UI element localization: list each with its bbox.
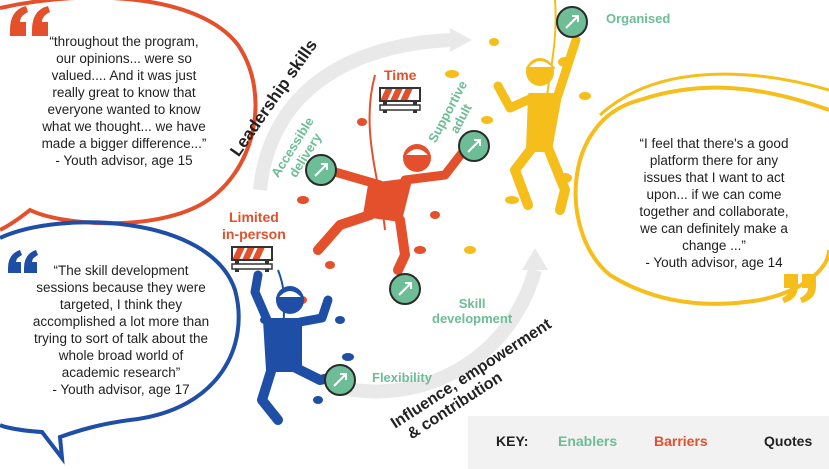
hold-enabler-icon [389, 273, 421, 305]
quote-line: platform there for any [649, 153, 779, 168]
quote-right: “I feel that there's a good platform the… [608, 135, 820, 271]
quote-mark-icon [782, 274, 816, 303]
quote-line: whole broad world of [58, 348, 184, 363]
hold-enabler-icon [556, 6, 588, 38]
quote-line: academic research” [61, 365, 181, 380]
speech-bubble-top-left [0, 0, 258, 232]
quote-line: upon... if we can come [646, 187, 782, 202]
quote-attribution: - Youth advisor, age 15 [55, 153, 193, 168]
quote-line: made a bigger difference...” [41, 136, 207, 151]
hold-enabler-icon [458, 130, 490, 162]
quote-line: trying to sort of talk about the [33, 331, 209, 346]
quote-attribution: - Youth advisor, age 17 [52, 382, 190, 397]
hold-enabler-icon [324, 364, 356, 396]
quote-line: sessions because they were [36, 280, 206, 295]
key-barriers-label: Barriers [654, 433, 708, 449]
key-enablers-label: Enablers [558, 433, 618, 449]
climber-icon [493, 35, 581, 215]
quote-line: change ...” [682, 238, 746, 253]
enabler-label-flexibility: Flexibility [372, 370, 432, 385]
quote-line: “The skill development [53, 263, 189, 278]
enabler-label-organised: Organised [606, 11, 671, 26]
speech-bubble-bottom-left [0, 220, 241, 465]
quote-line: we can definitely make a [640, 221, 788, 236]
quote-attribution: - Youth advisor, age 14 [645, 255, 783, 270]
quote-bottom-left: “The skill development sessions because … [10, 262, 232, 398]
enabler-label-line: Skill [458, 296, 486, 311]
quote-line: accomplished a lot more than [32, 314, 210, 329]
enabler-label-skill-development: Skill development [432, 296, 512, 326]
quote-line: targeted, I think they [59, 297, 183, 312]
quote-line: our opinions... were so [56, 51, 192, 66]
key-quotes-label: Quotes [764, 433, 813, 449]
quote-line: “I feel that there's a good [639, 136, 789, 151]
barrier-label-line: in-person [222, 226, 286, 242]
barrier-label-limited-in-person: Limited in-person [222, 209, 286, 243]
legend-key: KEY: Enablers Barriers Quotes [468, 416, 829, 469]
quote-line: everyone wanted to know [47, 102, 201, 117]
climber-icon [250, 270, 343, 425]
climber-icon [313, 144, 467, 275]
quote-line: issues that I want to act [643, 170, 785, 185]
quote-line: “throughout the program, [49, 34, 199, 49]
quote-top-left: “throughout the program, our opinions...… [14, 33, 234, 169]
quote-line: together and collaborate, [639, 204, 789, 219]
enabler-label-line: development [432, 311, 513, 326]
quote-line: really great to know that [52, 85, 196, 100]
quote-mark-icon [8, 250, 38, 273]
barrier-icon [379, 87, 421, 114]
quote-line: what we thought... we have [42, 119, 206, 134]
barrier-label-line: Limited [229, 209, 279, 225]
quote-line: valued.... And it was just [51, 68, 197, 83]
quote-mark-icon [10, 6, 50, 36]
barrier-label-time: Time [384, 67, 417, 83]
key-title: KEY: [496, 433, 529, 449]
barrier-icon [231, 246, 273, 273]
